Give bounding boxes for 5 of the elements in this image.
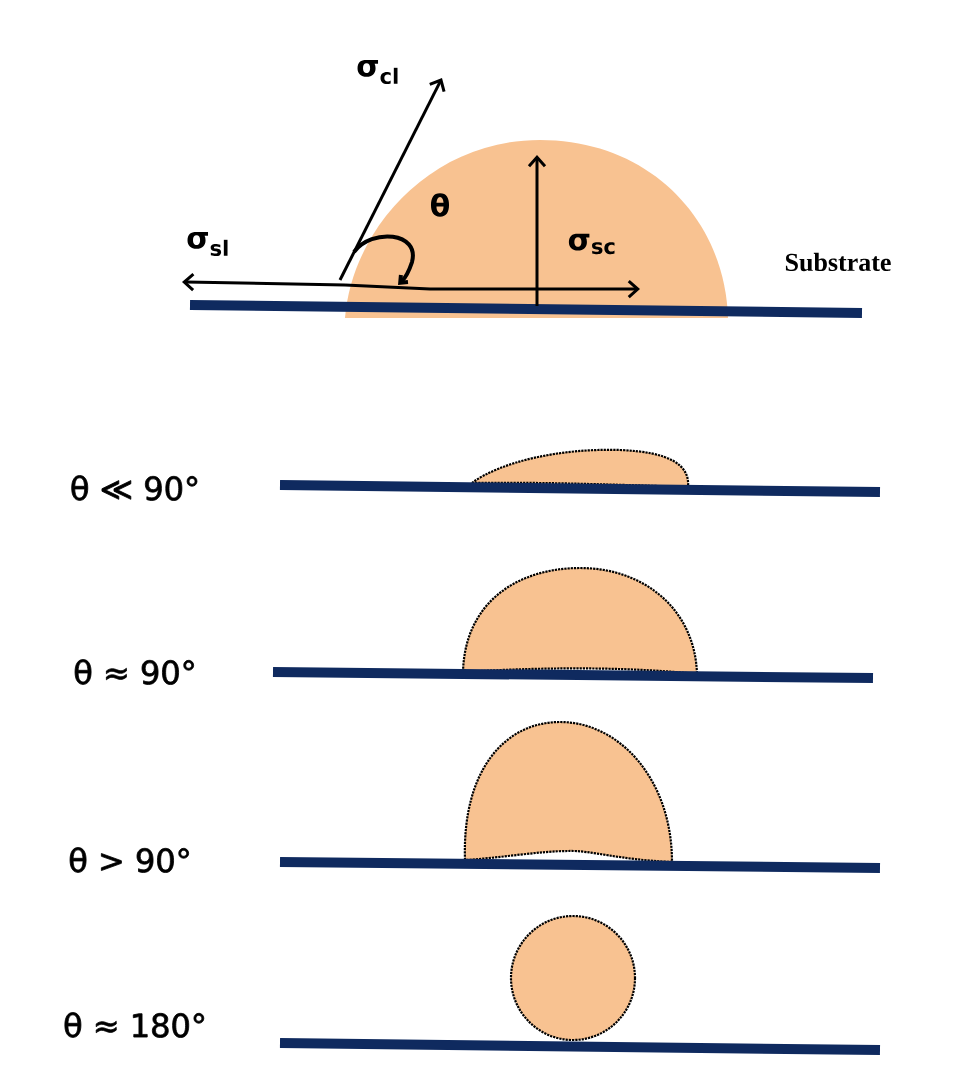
symbol-label: σ$_{cl}$ <box>357 59 398 85</box>
symbol-label: σ$_{sc}$ <box>568 233 615 255</box>
symbol-label: σ$_{sl}$ <box>187 231 228 257</box>
substrate-label: Substrate <box>785 252 891 272</box>
symbol-label: θ <box>431 193 450 217</box>
